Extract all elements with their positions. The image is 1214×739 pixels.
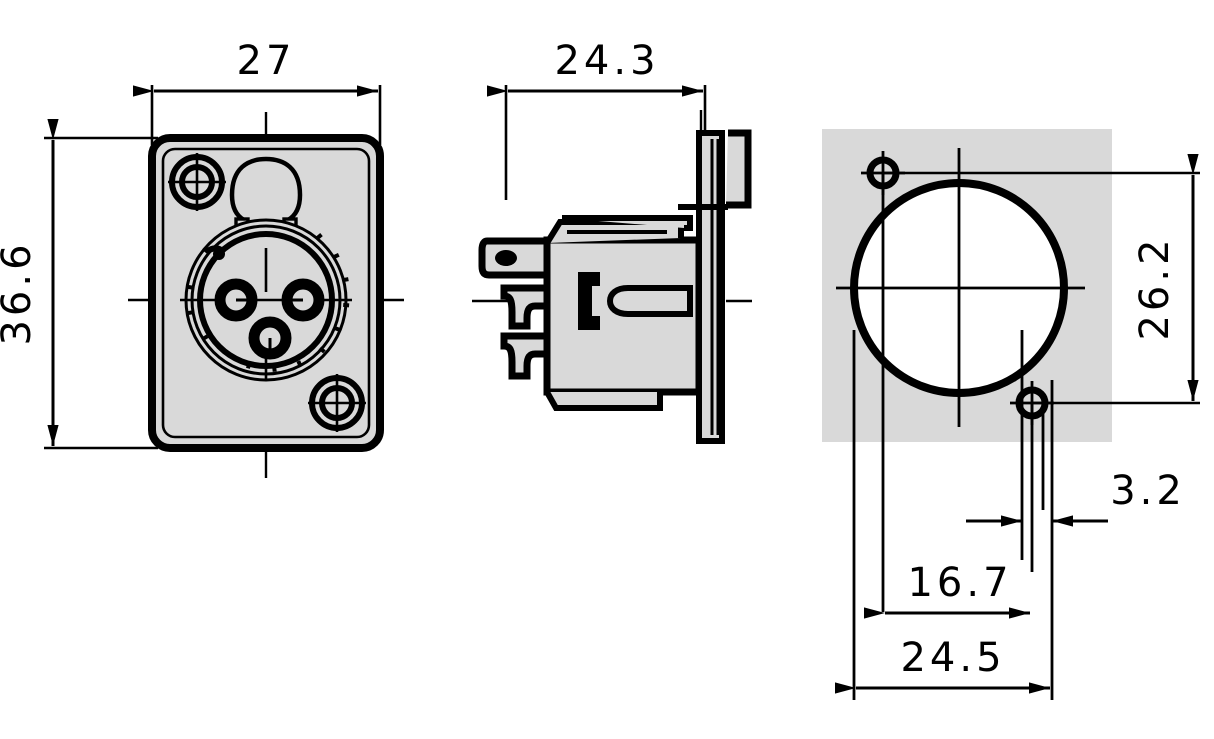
mounting-flange [696,130,725,444]
side-view: 24.3 [472,38,752,444]
knurl-tick [186,284,193,290]
dimension-label-24-3: 24.3 [554,38,659,84]
latch-button-body [229,156,303,235]
dimension-offset-3-2: 3.2 [966,468,1186,527]
knurl-tick [343,302,350,308]
solder-terminals [478,237,551,380]
pin-hole-left [214,278,258,322]
dimension-height-36-6: 36.6 [0,119,158,450]
terminal-upper-eyelet [495,250,517,266]
dimension-label-36-6: 36.6 [0,240,40,345]
terminal-lower [500,332,551,380]
lower-right-mounting-hole [308,374,366,432]
front-view: 27 36.6 [0,38,404,478]
knurl-tick [187,310,194,316]
connector-body [543,215,703,411]
knurl-tick [315,233,323,240]
dimension-span-16-7: 16.7 [864,560,1030,619]
terminal-middle [500,284,551,330]
knurl-tick [272,365,277,372]
pin-hole-3 [248,316,292,360]
knurl-tick [332,252,340,260]
latch-arm-shape [726,129,752,209]
latch-slot [606,285,693,317]
body-bottom-foot [544,390,663,411]
dimension-label-16-7: 16.7 [907,560,1012,606]
dimension-label-27: 27 [237,38,296,84]
dimension-width-27: 27 [133,38,382,145]
upper-left-mounting-hole [168,153,226,211]
knurl-tick [296,360,303,368]
cutout-centerlines [836,148,1085,427]
knurl-tick [201,334,209,342]
knurl-tick [318,346,326,354]
knurl-tick [245,362,252,369]
dimension-span-24-5: 24.5 [835,635,1050,694]
knurl-tick [334,326,342,333]
front-plate [148,134,384,452]
shell-knurl-ticks [186,233,350,372]
panel-cutout-view: 26.2 3.2 16.7 24.5 [822,129,1200,700]
contact-key-shape [578,272,600,330]
xlr-pin-holes [180,248,352,380]
dimension-depth-24-3: 24.3 [487,38,707,200]
dimension-height-26-2: 26.2 [883,154,1200,405]
dimension-label-26-2: 26.2 [1132,235,1178,340]
dimension-label-3-2: 3.2 [1110,468,1186,514]
knurl-tick [342,277,349,283]
latch-arm [678,129,752,210]
shell-notch-dot [213,248,225,260]
dimension-label-24-5: 24.5 [900,635,1005,681]
pin-hole-right [281,278,325,322]
body-top-rail [562,215,693,231]
pin-hole-bottom [248,316,292,360]
